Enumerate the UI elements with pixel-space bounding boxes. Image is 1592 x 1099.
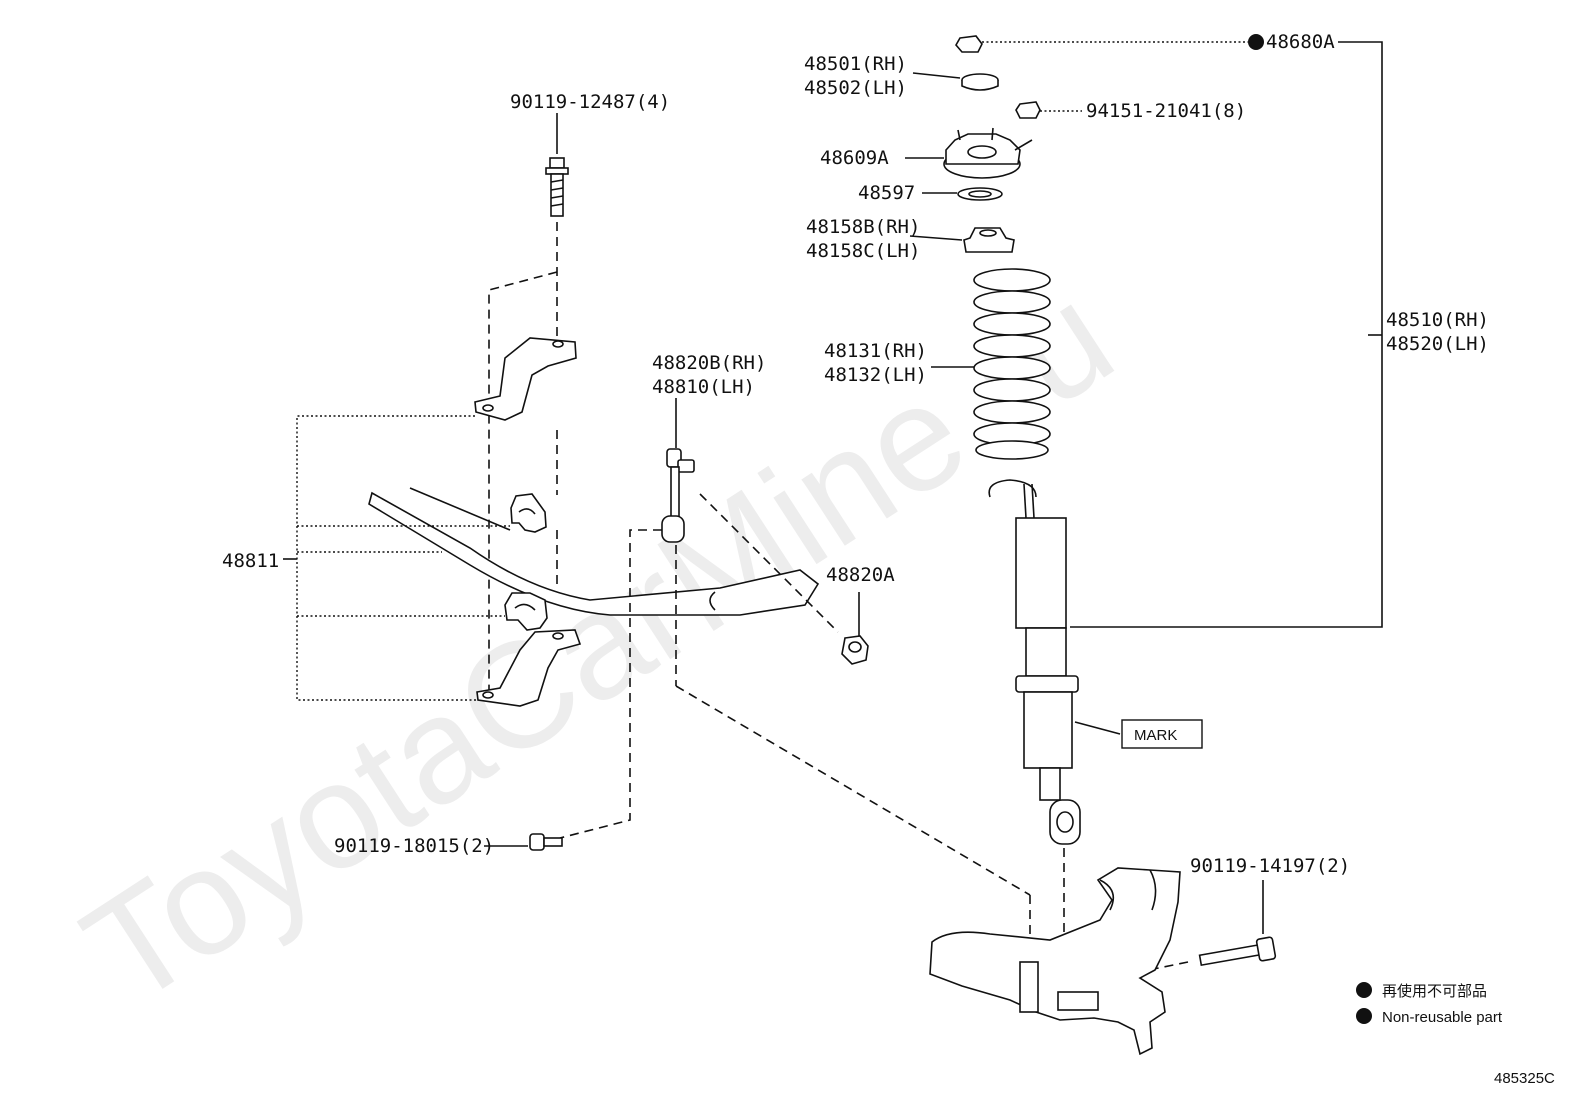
stabilizer-link[interactable] (661, 448, 695, 543)
mark-label: MARK (1134, 727, 1177, 744)
callout-48502: 48502(LH) (804, 77, 907, 99)
bolt-90119-14197[interactable] (1198, 936, 1277, 967)
callout-48132: 48132(LH) (824, 364, 927, 386)
callout-48501: 48501(RH) (804, 53, 907, 75)
bearing[interactable] (957, 187, 1003, 201)
legend-text-jp: 再使用不可部品 (1382, 983, 1487, 1000)
nut-94151-21041[interactable] (1015, 101, 1041, 119)
callout-48810: 48810(LH) (652, 376, 755, 398)
callout-94151-21041: 94151-21041(8) (1086, 100, 1246, 122)
callout-90119-14197: 90119-14197(2) (1190, 855, 1350, 877)
nut-48680A[interactable] (955, 35, 983, 53)
callout-48820A: 48820A (826, 564, 895, 586)
callout-48820B: 48820B(RH) (652, 352, 766, 374)
stabilizer-bushing-upper[interactable] (510, 493, 547, 533)
stabilizer-bar[interactable] (368, 487, 820, 616)
stabilizer-bushing-lower[interactable] (504, 592, 548, 631)
suspension-support[interactable] (943, 127, 1033, 179)
upper-insulator[interactable] (961, 73, 999, 91)
callout-90119-18015: 90119-18015(2) (334, 835, 494, 857)
stabilizer-bracket-lower[interactable] (476, 629, 582, 707)
spring-insulator[interactable] (963, 227, 1015, 253)
diagram-code: 485325C (1494, 1070, 1555, 1087)
callout-48680A: 48680A (1266, 31, 1335, 53)
callout-48131: 48131(RH) (824, 340, 927, 362)
mark-box (1121, 719, 1203, 749)
coil-spring[interactable] (973, 268, 1051, 460)
callout-48811: 48811 (222, 550, 279, 572)
legend-text-en: Non-reusable part (1382, 1009, 1503, 1026)
shock-absorber[interactable] (988, 479, 1081, 845)
callout-48158C: 48158C(LH) (806, 240, 920, 262)
callout-48597: 48597 (858, 182, 915, 204)
non-reusable-marker (1248, 34, 1264, 50)
callout-90119-12487: 90119-12487(4) (510, 91, 670, 113)
legend: 再使用不可部品 Non-reusable part (1356, 982, 1503, 1026)
callout-48609A: 48609A (820, 147, 889, 169)
link-nut-48820A[interactable] (841, 635, 869, 665)
lower-arm[interactable] (929, 867, 1181, 1056)
stabilizer-bracket-upper[interactable] (474, 337, 577, 421)
bolt-90119-12487[interactable] (545, 157, 569, 217)
bolt-90119-18015[interactable] (529, 833, 563, 851)
callout-48520: 48520(LH) (1386, 333, 1489, 355)
callout-48158B: 48158B(RH) (806, 216, 920, 238)
legend-marker-en (1356, 1008, 1372, 1024)
callout-48510: 48510(RH) (1386, 309, 1489, 331)
legend-marker-jp (1356, 982, 1372, 998)
